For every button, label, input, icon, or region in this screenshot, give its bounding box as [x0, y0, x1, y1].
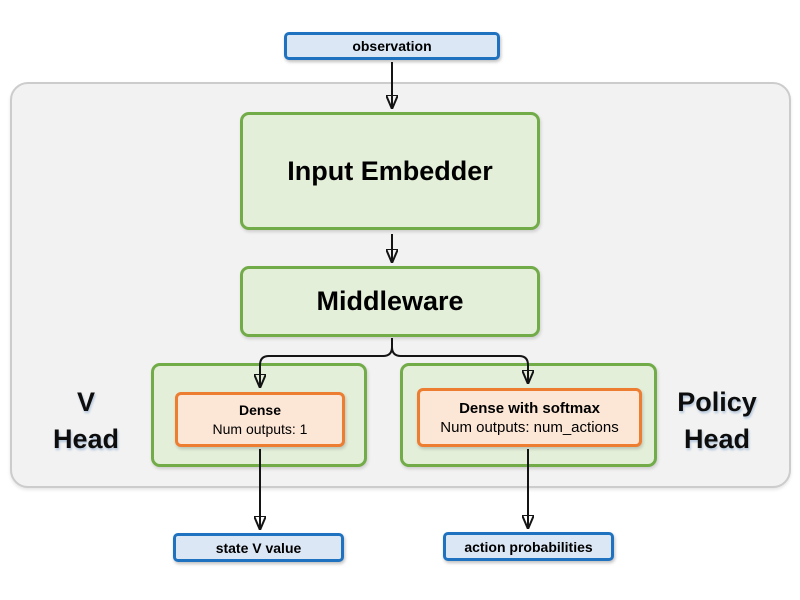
observation-node: observation	[284, 32, 500, 60]
policy-head-label-line1: Policy	[677, 387, 757, 417]
state-v-value-node: state V value	[173, 533, 344, 562]
v-head-label-line1: V	[76, 387, 95, 417]
policy-head-label: Policy Head	[655, 384, 779, 458]
policy-head-label-line2: Head	[683, 424, 751, 454]
policy-head-dense-title: Dense with softmax	[459, 399, 600, 417]
action-probabilities-node: action probabilities	[443, 532, 614, 561]
v-head-label: V Head	[24, 384, 148, 458]
input-embedder-node: Input Embedder	[240, 112, 540, 230]
middleware-node: Middleware	[240, 266, 540, 337]
v-head-dense-title: Dense	[238, 401, 282, 418]
v-head-label-line2: Head	[52, 424, 120, 454]
v-head-dense-outputs: Num outputs: 1	[212, 420, 308, 437]
v-head-dense-node: Dense Num outputs: 1	[175, 392, 345, 447]
policy-head-dense-node: Dense with softmax Num outputs: num_acti…	[417, 388, 642, 447]
policy-head-dense-outputs: Num outputs: num_actions	[440, 418, 619, 436]
